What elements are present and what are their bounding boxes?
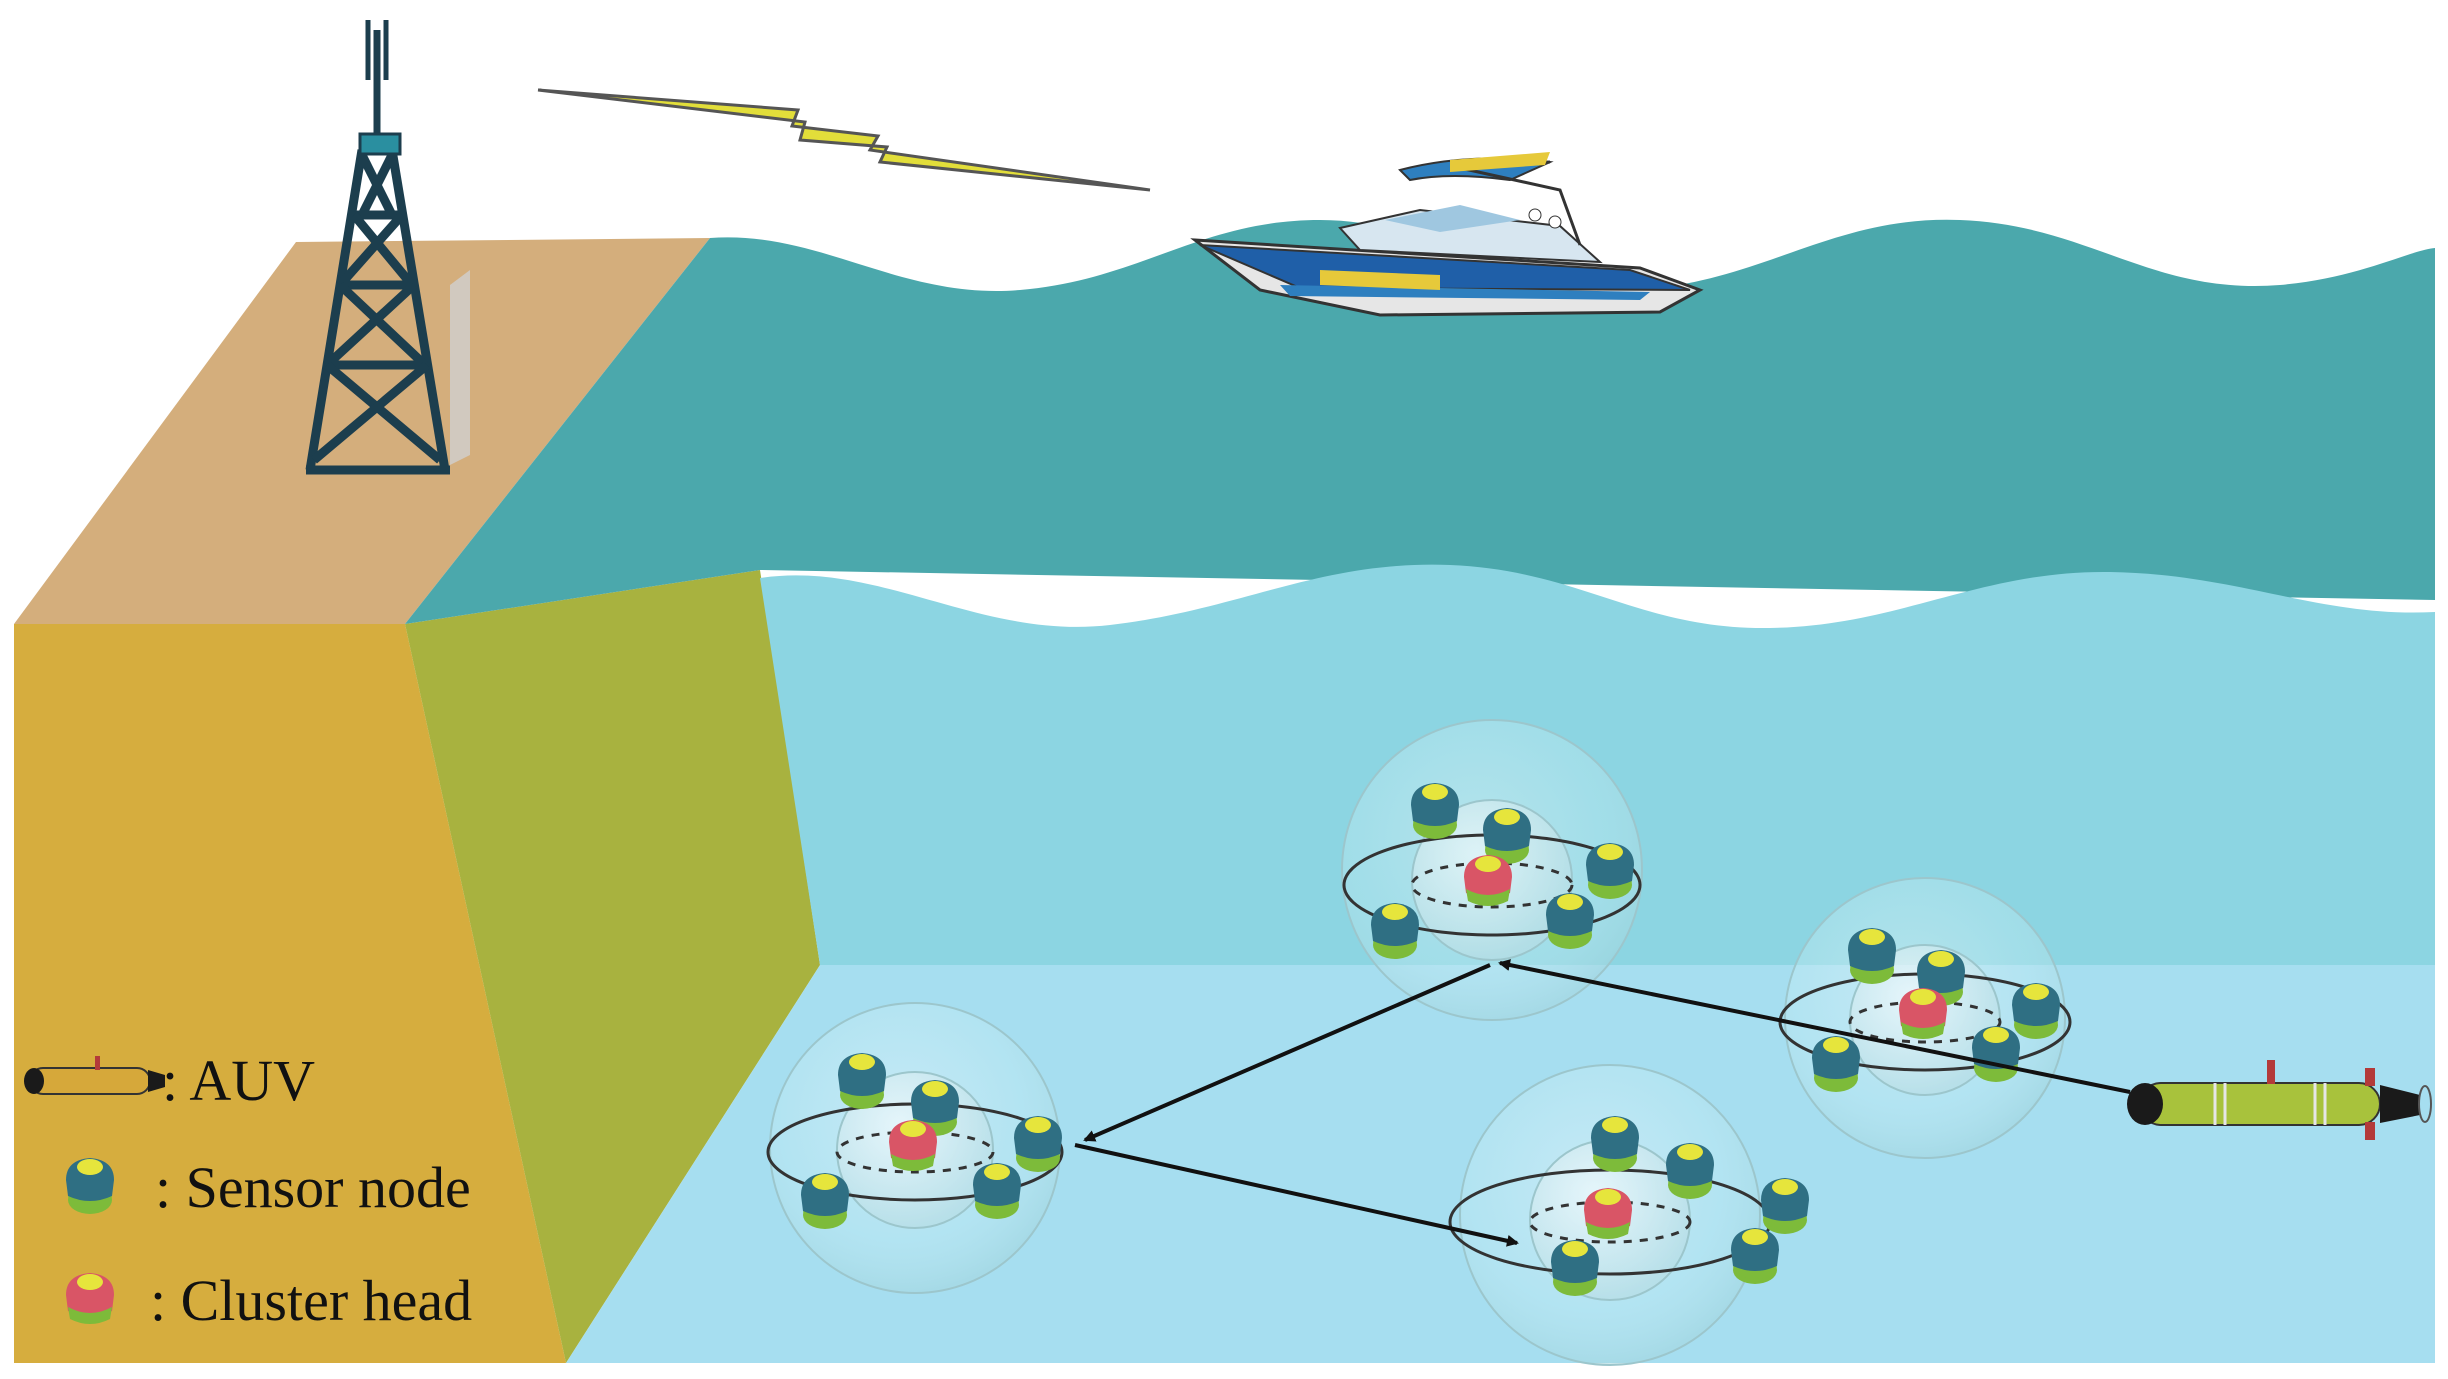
sensor-node-icon (1666, 1143, 1714, 1199)
radio-tower-icon (305, 20, 470, 475)
path-arrow (1083, 963, 1491, 1142)
cliff-side (405, 570, 820, 1363)
speedboat-icon (1190, 152, 1704, 317)
cluster-3 (766, 1002, 1064, 1294)
sensor-node-icon (1371, 903, 1419, 959)
legend-sensor-node-icon (66, 1158, 114, 1214)
legend-cluster-head-icon (66, 1273, 114, 1324)
cliff-front (14, 624, 566, 1363)
cluster-4 (1448, 1064, 1809, 1366)
lightning-signal-icon (537, 88, 1151, 192)
sensor-node-icon (1761, 1178, 1809, 1234)
cluster-1 (1341, 719, 1643, 1021)
sensor-node-icon (1546, 893, 1594, 949)
legend: : AUV : Sensor node : Cluster head (24, 1048, 472, 1333)
path-arrow (1074, 1143, 1519, 1247)
sensor-node-icon (1014, 1116, 1062, 1172)
land-top (14, 238, 710, 624)
sensor-node-icon (1972, 1026, 2020, 1082)
legend-auv-icon (24, 1056, 165, 1095)
surface-water (405, 219, 2435, 624)
sensor-node-icon (1731, 1228, 1779, 1284)
cluster-head-icon (1899, 988, 1947, 1039)
sensor-node-icon (1591, 1116, 1639, 1172)
sensor-node-icon (2012, 983, 2060, 1039)
sensor-node-icon (1848, 928, 1896, 984)
cluster-head-icon (1464, 855, 1512, 906)
sensor-node-icon (1551, 1240, 1599, 1296)
sensor-node-icon (1812, 1036, 1860, 1092)
sensor-node-icon (1586, 843, 1634, 899)
sensor-node-icon (838, 1053, 886, 1109)
legend-sensor-node-label: : Sensor node (155, 1155, 471, 1220)
sensor-node-icon (801, 1173, 849, 1229)
legend-auv-label: : AUV (162, 1048, 315, 1113)
cluster-head-icon (1584, 1188, 1632, 1239)
cluster-head-icon (889, 1120, 937, 1171)
legend-cluster-head-label: : Cluster head (150, 1268, 472, 1333)
auv-path (1074, 959, 2131, 1247)
path-arrow (1498, 959, 2131, 1094)
sensor-node-icon (973, 1163, 1021, 1219)
sensor-node-icon (1411, 783, 1459, 839)
auv-submarine-icon (2127, 1060, 2432, 1140)
